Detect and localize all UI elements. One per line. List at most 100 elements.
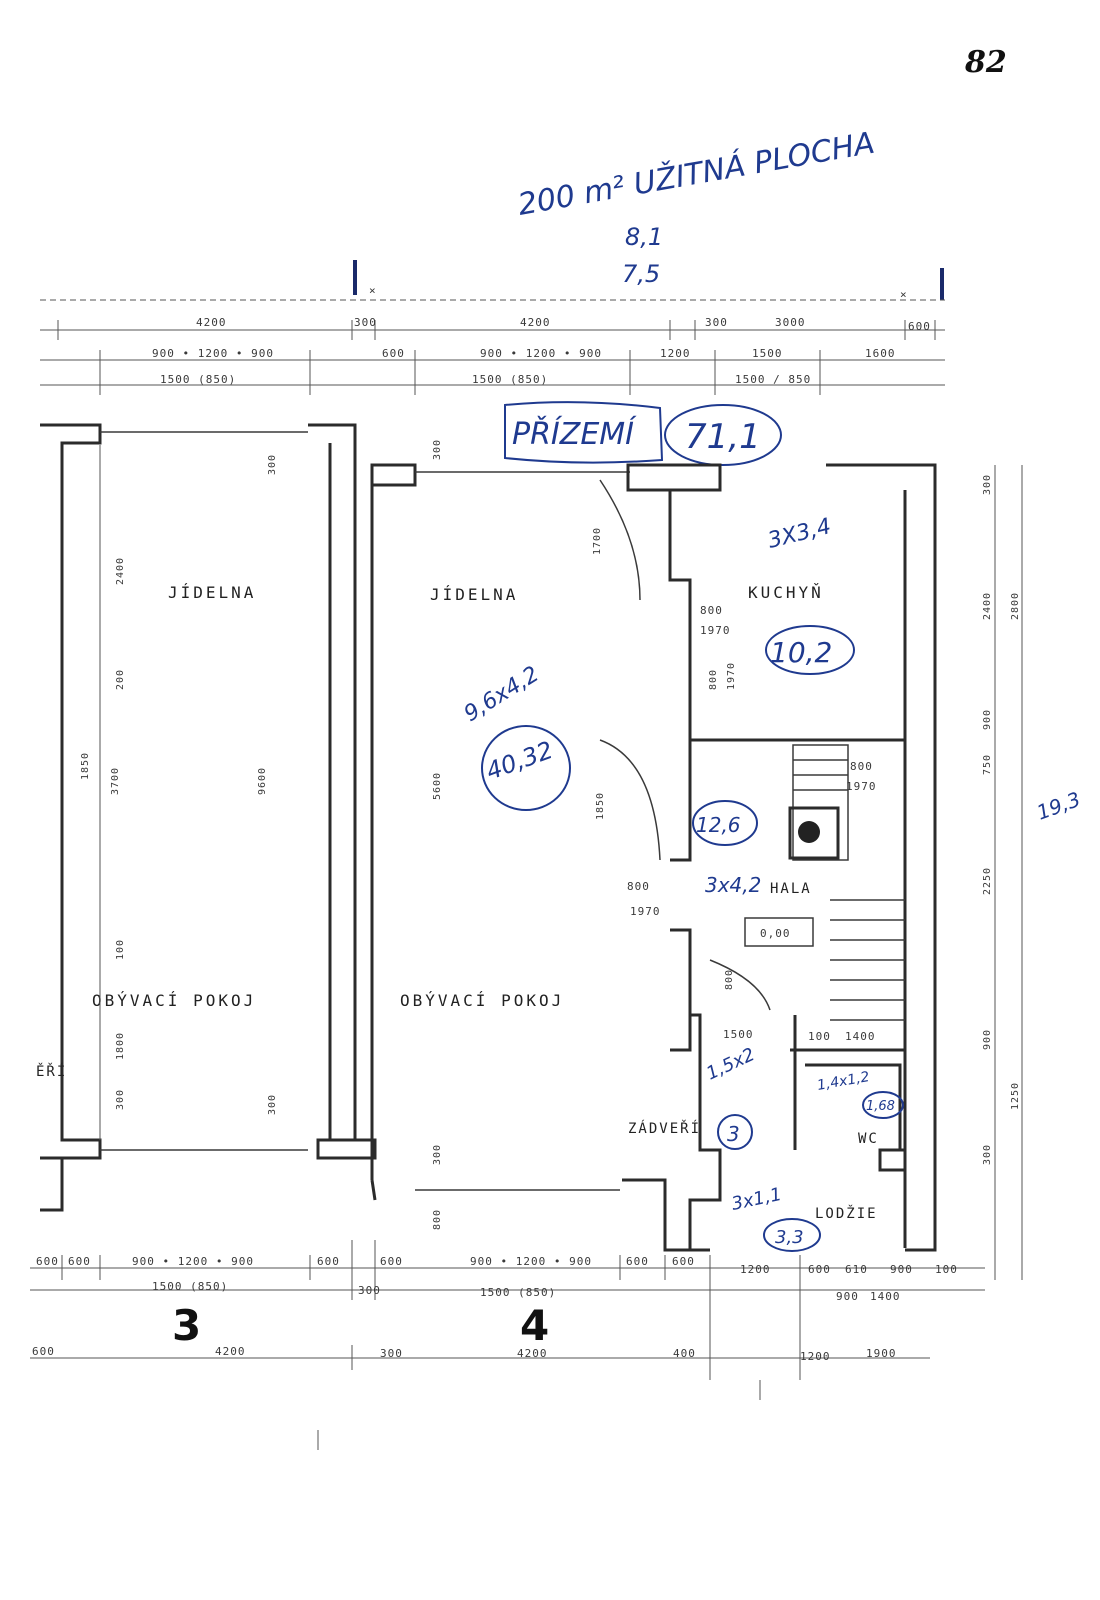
vertical-dimensions-left: 2400 200 1850 3700 9600 100 1800 300 [80, 445, 268, 1140]
svg-text:600: 600 [380, 1255, 403, 1268]
bottom-dimension-row-1: 600 600 900 • 1200 • 900 600 600 900 • 1… [36, 1255, 958, 1276]
svg-text:1600: 1600 [865, 347, 896, 360]
svg-text:200: 200 [115, 669, 126, 690]
svg-text:800: 800 [627, 880, 650, 893]
svg-text:750: 750 [982, 754, 993, 775]
svg-text:1500 (850): 1500 (850) [160, 373, 236, 386]
wc-area-note: 1,68 [866, 1099, 895, 1114]
room-vestibule: ZÁDVEŘÍ [628, 1120, 701, 1137]
svg-text:900: 900 [890, 1263, 913, 1276]
svg-text:1500: 1500 [723, 1028, 754, 1041]
unit-number-3: 3 [172, 1301, 201, 1350]
svg-text:900: 900 [982, 1029, 993, 1050]
svg-text:2400: 2400 [115, 557, 126, 585]
svg-text:1250: 1250 [1010, 1082, 1021, 1110]
svg-text:4200: 4200 [517, 1347, 548, 1360]
hall-dims-note: 3x4,2 [705, 873, 761, 897]
svg-text:1500 (850): 1500 (850) [472, 373, 548, 386]
svg-text:1800: 1800 [115, 1032, 126, 1060]
svg-text:1700: 1700 [592, 527, 603, 555]
svg-text:600: 600 [626, 1255, 649, 1268]
svg-text:600: 600 [317, 1255, 340, 1268]
svg-text:100: 100 [808, 1030, 831, 1043]
svg-text:300: 300 [432, 439, 443, 460]
level-mark-box [744, 917, 814, 947]
room-partial-left: ĚŘÍ [36, 1063, 67, 1080]
svg-text:3000: 3000 [775, 316, 806, 329]
svg-text:1200: 1200 [800, 1350, 831, 1363]
handwritten-value-2: 7,5 [622, 260, 660, 288]
svg-text:300: 300 [358, 1284, 381, 1297]
chimney [788, 806, 840, 860]
room-wc: WC [858, 1131, 879, 1147]
bottom-dimension-lines [30, 1240, 985, 1450]
floor-name: PŘÍZEMÍ [512, 416, 637, 452]
svg-text:2800: 2800 [1010, 592, 1021, 620]
top-dimension-row-3: 1500 (850) 1500 (850) 1500 / 850 [160, 373, 811, 386]
svg-text:1900: 1900 [866, 1347, 897, 1360]
svg-text:×: × [900, 288, 908, 301]
hall-area-note: 12,6 [696, 813, 741, 837]
svg-text:1500: 1500 [752, 347, 783, 360]
svg-text:100: 100 [935, 1263, 958, 1276]
svg-text:900 • 1200 • 900: 900 • 1200 • 900 [470, 1255, 592, 1268]
svg-text:300: 300 [982, 474, 993, 495]
section-marker-left: × [353, 260, 377, 297]
svg-text:600: 600 [808, 1263, 831, 1276]
wc-dims-note: 1,4x1,2 [816, 1069, 871, 1094]
svg-text:2250: 2250 [982, 867, 993, 895]
page-number: 82 [964, 45, 1007, 80]
vertical-dimensions-right: 300 2400 2800 900 750 2250 900 300 1250 [982, 465, 1023, 1280]
svg-text:1850: 1850 [80, 752, 91, 780]
svg-text:800: 800 [724, 969, 735, 990]
svg-text:1970: 1970 [700, 624, 731, 637]
svg-text:800: 800 [708, 669, 719, 690]
svg-text:9600: 9600 [257, 767, 268, 795]
svg-text:4200: 4200 [520, 316, 551, 329]
svg-text:×: × [369, 284, 377, 297]
svg-text:2400: 2400 [982, 592, 993, 620]
top-dimension-row-1: 4200 300 4200 300 3000 600 [196, 316, 931, 333]
svg-text:1850: 1850 [595, 792, 606, 820]
svg-text:300: 300 [705, 316, 728, 329]
door-dimensions: 800 1970 800 1970 800 1970 800 1970 1500… [627, 604, 876, 1043]
svg-text:900: 900 [836, 1290, 859, 1303]
svg-text:1500 / 850: 1500 / 850 [735, 373, 811, 386]
svg-text:3700: 3700 [110, 767, 121, 795]
svg-text:800: 800 [850, 760, 873, 773]
svg-text:900: 900 [982, 709, 993, 730]
svg-text:1500 (850): 1500 (850) [152, 1280, 228, 1293]
svg-text:600: 600 [908, 320, 931, 333]
svg-text:300: 300 [432, 1144, 443, 1165]
svg-text:800: 800 [700, 604, 723, 617]
loggia-area-note: 3,3 [775, 1227, 804, 1248]
svg-text:600: 600 [382, 347, 405, 360]
svg-text:600: 600 [68, 1255, 91, 1268]
bottom-dimension-row-2: 1500 (850) 300 1500 (850) 900 1400 [152, 1280, 901, 1303]
svg-text:4200: 4200 [215, 1345, 246, 1358]
svg-text:800: 800 [432, 1209, 443, 1230]
loggia-dims-note: 3x1,1 [730, 1184, 784, 1215]
level-mark: 0,00 [760, 927, 791, 940]
svg-text:5600: 5600 [432, 772, 443, 800]
staircase [792, 744, 905, 1021]
svg-text:1400: 1400 [870, 1290, 901, 1303]
svg-text:1970: 1970 [630, 905, 661, 918]
svg-text:900 • 1200 • 900: 900 • 1200 • 900 [152, 347, 274, 360]
walls [40, 423, 937, 1252]
svg-text:300: 300 [267, 454, 278, 475]
svg-text:1970: 1970 [726, 662, 737, 690]
svg-text:900 • 1200 • 900: 900 • 1200 • 900 [132, 1255, 254, 1268]
section-marker-right: × [900, 268, 944, 301]
svg-text:400: 400 [673, 1347, 696, 1360]
svg-text:900 • 1200 • 900: 900 • 1200 • 900 [480, 347, 602, 360]
living-dims-note: 9,6x4,2 [460, 662, 544, 727]
svg-text:600: 600 [672, 1255, 695, 1268]
svg-text:1200: 1200 [740, 1263, 771, 1276]
bottom-dimension-row-3: 600 4200 300 4200 400 1200 1900 [32, 1345, 897, 1363]
unit-number-4: 4 [520, 1301, 549, 1350]
top-dimension-lines [40, 320, 945, 395]
svg-text:300: 300 [115, 1089, 126, 1110]
svg-text:300: 300 [982, 1144, 993, 1165]
